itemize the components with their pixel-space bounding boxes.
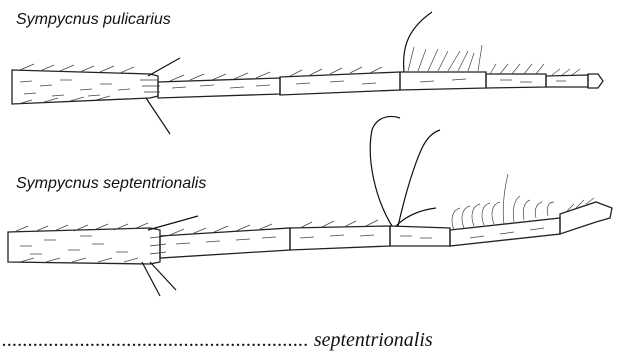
leg-septentrionalis-drawing (8, 117, 612, 297)
leg-pulicarius-drawing (12, 12, 603, 134)
key-couplet-line: ........................................… (2, 329, 626, 352)
leader-dots: ........................................… (2, 329, 309, 351)
key-result: septentrionalis (314, 329, 433, 351)
